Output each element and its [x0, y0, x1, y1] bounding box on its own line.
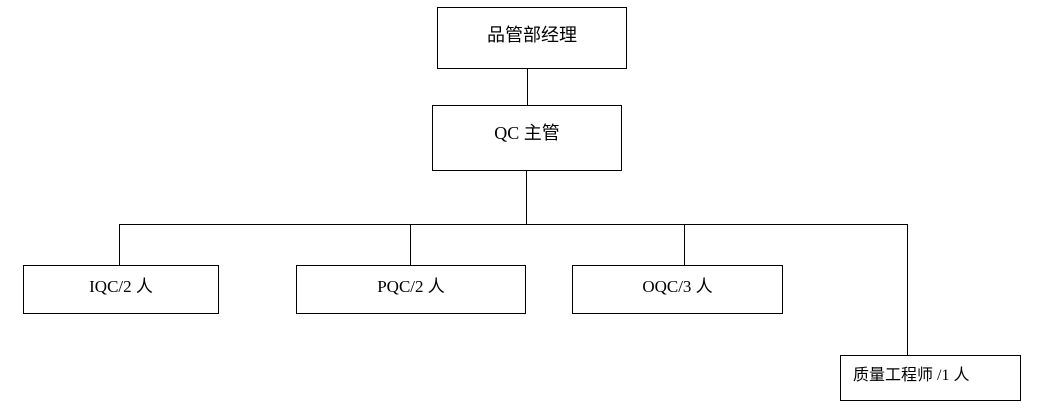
org-node-oqc-label: OQC/3 人: [642, 277, 713, 296]
connector-bus-to-iqc: [119, 224, 120, 266]
org-node-iqc-label: IQC/2 人: [89, 277, 153, 296]
org-node-oqc[interactable]: OQC/3 人: [572, 265, 783, 314]
org-node-pqc[interactable]: PQC/2 人: [296, 265, 526, 314]
connector-bus-to-oqc: [684, 224, 685, 266]
org-node-qc-supervisor[interactable]: QC 主管: [432, 105, 622, 171]
connector-supervisor-to-bus: [526, 170, 527, 225]
connector-manager-to-supervisor: [527, 68, 528, 106]
org-node-quality-engineer[interactable]: 质量工程师 /1 人: [840, 355, 1021, 401]
org-node-manager-label: 品管部经理: [487, 25, 577, 45]
connector-horizontal-bus: [119, 224, 908, 225]
org-node-quality-engineer-label: 质量工程师 /1 人: [853, 367, 970, 384]
org-node-pqc-label: PQC/2 人: [377, 277, 445, 296]
org-node-manager[interactable]: 品管部经理: [437, 7, 627, 69]
connector-bus-to-quality-engineer: [907, 224, 908, 356]
connector-bus-to-pqc: [410, 224, 411, 266]
org-node-qc-supervisor-label: QC 主管: [494, 123, 560, 143]
org-node-iqc[interactable]: IQC/2 人: [23, 265, 219, 314]
